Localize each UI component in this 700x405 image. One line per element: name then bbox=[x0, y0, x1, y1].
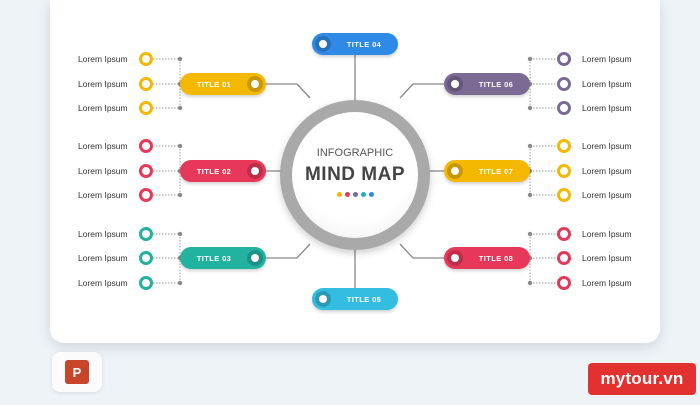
bullet-icon bbox=[139, 188, 153, 202]
bullet-icon bbox=[139, 276, 153, 290]
list-item-label: Lorem Ipsum bbox=[582, 79, 632, 89]
connector-line bbox=[399, 243, 414, 259]
title-03-pill[interactable]: TITLE 03 bbox=[180, 247, 266, 269]
title-02-label: TITLE 02 bbox=[196, 166, 232, 176]
junction-dot bbox=[527, 56, 533, 62]
center-title: MIND MAP bbox=[304, 164, 406, 185]
title-06-label: TITLE 06 bbox=[478, 79, 514, 89]
bullet-icon bbox=[557, 227, 571, 241]
center-subtitle: INFOGRAPHIC bbox=[316, 147, 394, 159]
title-01-pill[interactable]: TITLE 01 bbox=[180, 73, 266, 95]
title-02-pill[interactable]: TITLE 02 bbox=[180, 160, 266, 182]
powerpoint-icon: P bbox=[65, 360, 89, 384]
title-08-pill-dot bbox=[447, 250, 463, 266]
center-dots bbox=[292, 192, 418, 197]
powerpoint-badge[interactable]: P bbox=[52, 352, 102, 392]
title-07-label: TITLE 07 bbox=[478, 166, 514, 176]
title-04-pill-dot bbox=[315, 36, 331, 52]
list-item-label: Lorem Ipsum bbox=[582, 141, 632, 151]
accent-dot bbox=[360, 192, 366, 197]
list-item-label: Lorem Ipsum bbox=[78, 141, 128, 151]
title-04-pill[interactable]: TITLE 04 bbox=[312, 33, 398, 55]
junction-dot bbox=[527, 280, 533, 286]
bullet-icon bbox=[557, 188, 571, 202]
list-item-label: Lorem Ipsum bbox=[78, 103, 128, 113]
title-08-pill[interactable]: TITLE 08 bbox=[444, 247, 530, 269]
list-item-label: Lorem Ipsum bbox=[582, 103, 632, 113]
bullet-icon bbox=[557, 164, 571, 178]
title-05-pill[interactable]: TITLE 05 bbox=[312, 288, 398, 310]
bullet-icon bbox=[139, 77, 153, 91]
accent-dot bbox=[336, 192, 342, 197]
title-06-pill-dot bbox=[447, 76, 463, 92]
list-item-label: Lorem Ipsum bbox=[582, 190, 632, 200]
bullet-icon bbox=[557, 276, 571, 290]
accent-dot bbox=[344, 192, 350, 197]
bullet-icon bbox=[139, 164, 153, 178]
title-04-label: TITLE 04 bbox=[346, 39, 382, 49]
list-item-label: Lorem Ipsum bbox=[582, 229, 632, 239]
bullet-icon bbox=[139, 251, 153, 265]
junction-dot bbox=[527, 143, 533, 149]
junction-dot bbox=[177, 231, 183, 237]
title-07-pill-dot bbox=[447, 163, 463, 179]
bullet-icon bbox=[557, 251, 571, 265]
accent-dot bbox=[368, 192, 374, 197]
title-05-label: TITLE 05 bbox=[346, 294, 382, 304]
center-hub-inner: INFOGRAPHIC MIND MAP bbox=[292, 112, 418, 238]
junction-dot bbox=[177, 56, 183, 62]
junction-dot bbox=[177, 105, 183, 111]
title-03-label: TITLE 03 bbox=[196, 253, 232, 263]
watermark-logo: mytour.vn bbox=[588, 363, 696, 395]
bullet-icon bbox=[557, 77, 571, 91]
list-item-label: Lorem Ipsum bbox=[582, 278, 632, 288]
bullet-icon bbox=[139, 101, 153, 115]
list-item-label: Lorem Ipsum bbox=[78, 229, 128, 239]
list-item-label: Lorem Ipsum bbox=[78, 166, 128, 176]
bullet-icon bbox=[139, 52, 153, 66]
title-05-pill-dot bbox=[315, 291, 331, 307]
title-01-label: TITLE 01 bbox=[196, 79, 232, 89]
connector-line bbox=[296, 83, 311, 99]
list-item-label: Lorem Ipsum bbox=[78, 253, 128, 263]
list-item-label: Lorem Ipsum bbox=[78, 79, 128, 89]
center-hub: INFOGRAPHIC MIND MAP bbox=[280, 100, 430, 250]
bullet-icon bbox=[139, 227, 153, 241]
title-02-pill-dot bbox=[247, 163, 263, 179]
title-06-pill[interactable]: TITLE 06 bbox=[444, 73, 530, 95]
list-item-label: Lorem Ipsum bbox=[78, 54, 128, 64]
list-item-label: Lorem Ipsum bbox=[582, 166, 632, 176]
title-01-pill-dot bbox=[247, 76, 263, 92]
title-07-pill[interactable]: TITLE 07 bbox=[444, 160, 530, 182]
junction-dot bbox=[177, 192, 183, 198]
junction-dot bbox=[527, 105, 533, 111]
junction-dot bbox=[177, 280, 183, 286]
accent-dot bbox=[352, 192, 358, 197]
bullet-icon bbox=[557, 52, 571, 66]
junction-dot bbox=[527, 231, 533, 237]
junction-dot bbox=[527, 192, 533, 198]
bullet-icon bbox=[139, 139, 153, 153]
bullet-icon bbox=[557, 139, 571, 153]
connector-line bbox=[296, 243, 311, 259]
bullet-icon bbox=[557, 101, 571, 115]
list-item-label: Lorem Ipsum bbox=[78, 190, 128, 200]
list-item-label: Lorem Ipsum bbox=[582, 54, 632, 64]
connector-line bbox=[399, 83, 414, 99]
list-item-label: Lorem Ipsum bbox=[582, 253, 632, 263]
list-item-label: Lorem Ipsum bbox=[78, 278, 128, 288]
title-03-pill-dot bbox=[247, 250, 263, 266]
title-08-label: TITLE 08 bbox=[478, 253, 514, 263]
junction-dot bbox=[177, 143, 183, 149]
